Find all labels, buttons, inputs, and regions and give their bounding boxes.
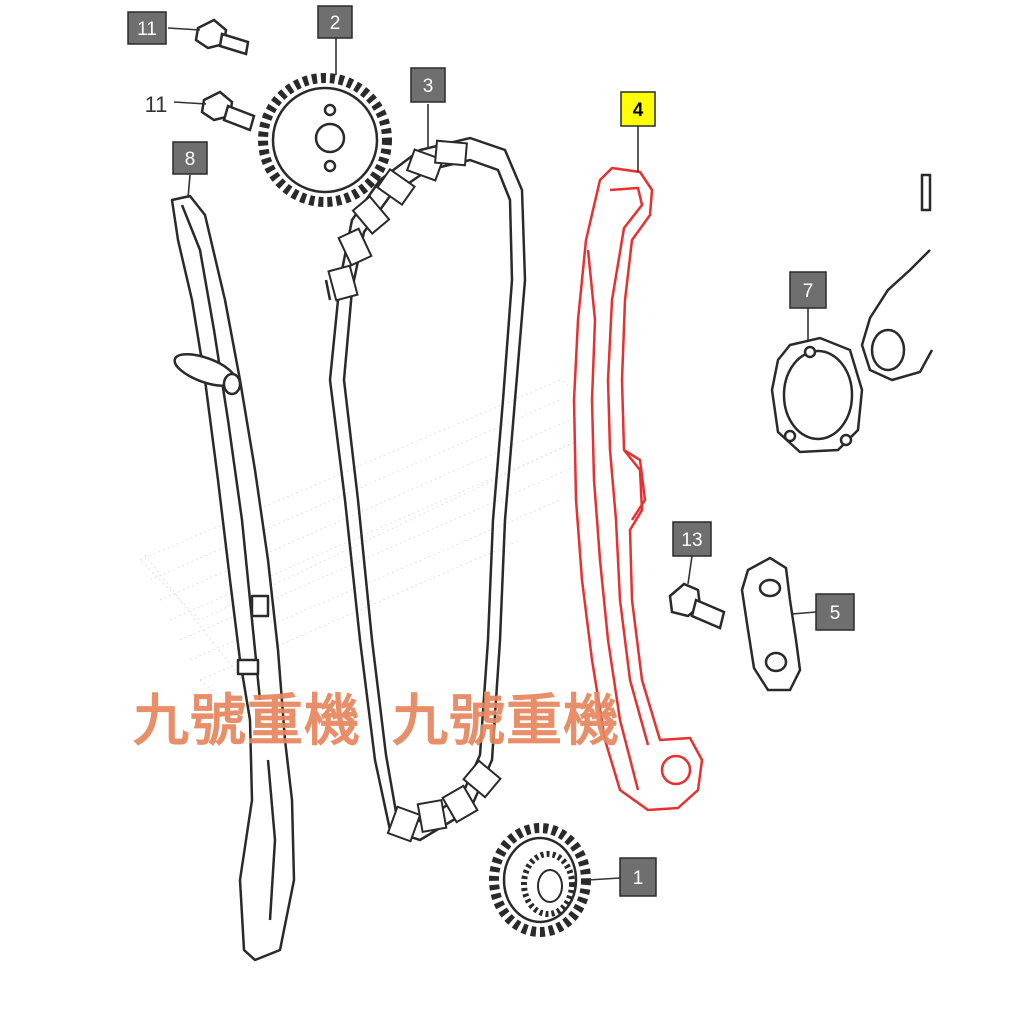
callout-label: 8	[185, 149, 196, 170]
callout-label: 11	[137, 19, 157, 40]
bracket-plate-part	[740, 556, 802, 692]
callout-5: 5	[815, 593, 855, 631]
callout-1: 1	[619, 857, 657, 897]
callout-label: 11	[145, 92, 168, 117]
chain-tensioner-guide-part	[572, 166, 704, 812]
callout-3: 3	[410, 67, 446, 103]
callout-8: 8	[172, 141, 208, 175]
chain-guide-rail-part	[170, 194, 296, 962]
callout-label: 5	[830, 603, 841, 624]
cam-sprocket-part	[258, 73, 392, 207]
bolt-part	[194, 18, 256, 132]
callout-label: 1	[633, 868, 644, 889]
gasket-part	[770, 336, 864, 454]
chain-links-top	[327, 139, 468, 302]
callout-label: 4	[633, 100, 644, 121]
crank-sprocket-part	[489, 823, 591, 937]
callout-label: 7	[803, 281, 814, 302]
callout-11-plain: 11	[145, 92, 168, 117]
callout-label: 2	[330, 13, 341, 34]
tensioner-body-partial	[860, 173, 934, 382]
callout-11-top: 11	[127, 11, 167, 45]
callout-4-highlighted: 4	[620, 91, 656, 127]
callout-label: 3	[423, 76, 434, 97]
leader-lines	[167, 27, 817, 881]
callout-13: 13	[672, 521, 712, 557]
watermark-right: 九號重機	[392, 689, 620, 754]
callout-2: 2	[317, 5, 353, 39]
watermark-left: 九號重機	[133, 689, 361, 754]
bolt-part	[668, 582, 726, 630]
callout-7: 7	[789, 271, 827, 309]
chain-links-bottom	[386, 759, 502, 843]
callout-label: 13	[681, 530, 702, 551]
